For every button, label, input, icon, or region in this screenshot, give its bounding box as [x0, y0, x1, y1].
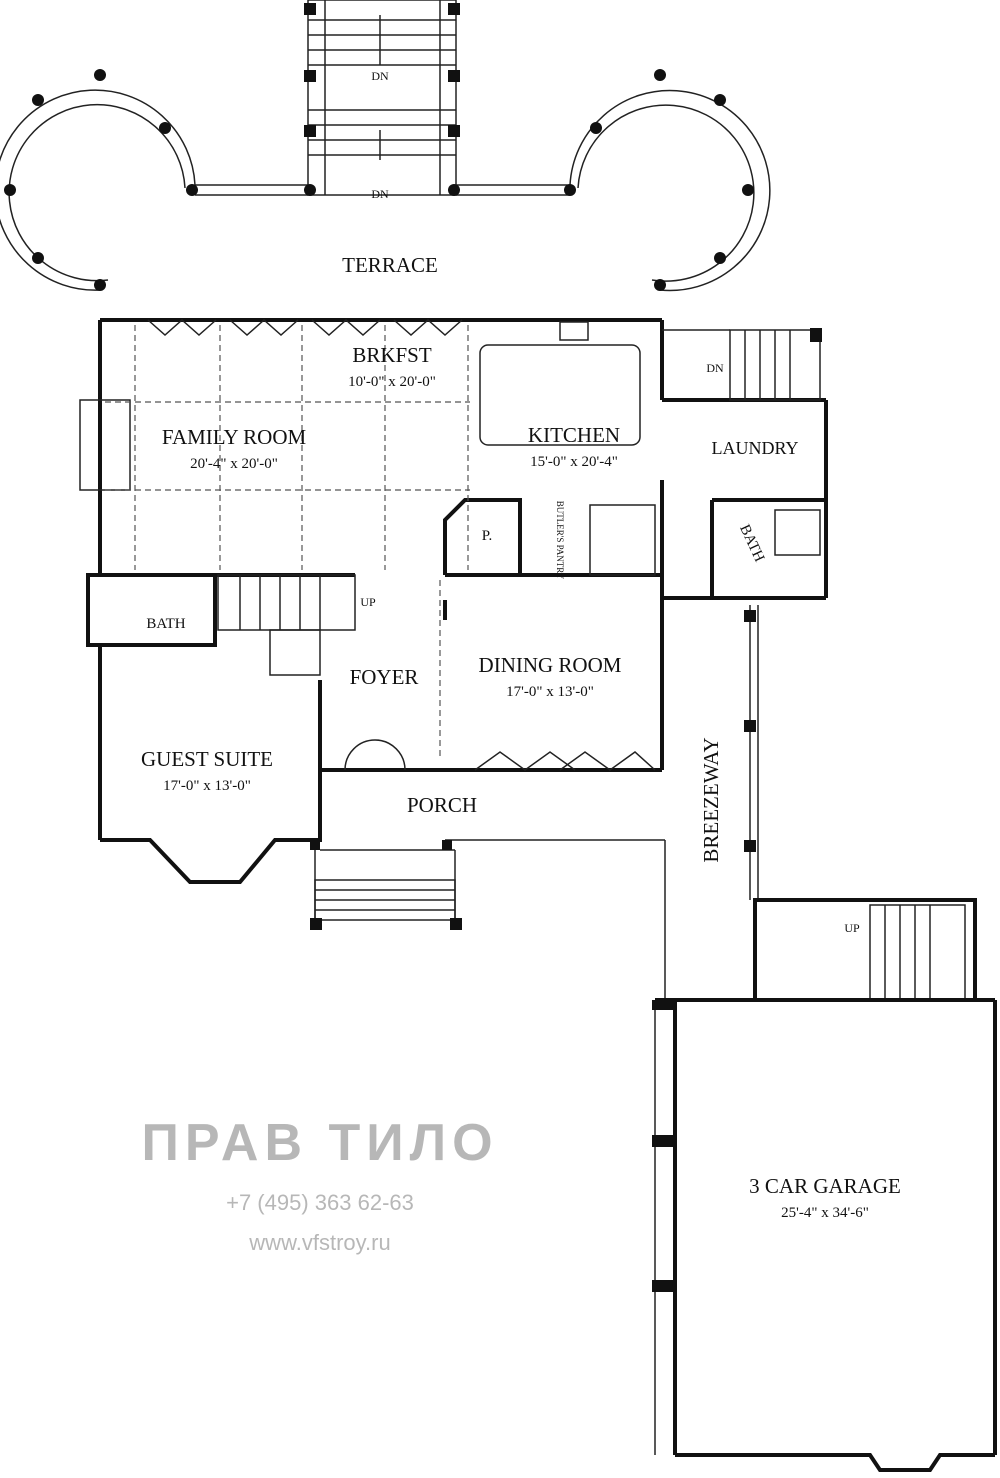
garage-stair-label: UP	[844, 921, 860, 935]
foyer-label: FOYER	[350, 665, 419, 689]
porch-label: PORCH	[407, 793, 477, 817]
brkfst-dims: 10'-0" x 20'-0"	[348, 374, 436, 390]
laundry-bath-label: BATH	[736, 522, 767, 564]
bath-label: BATH	[146, 616, 185, 632]
brkfst-label: BRKFST	[352, 343, 432, 367]
terrace-railing: TERRACE	[0, 69, 771, 292]
laundry-wing	[660, 328, 828, 600]
stair-down-label: DN	[371, 187, 389, 201]
watermark-url: www.vfstroy.ru	[248, 1230, 390, 1255]
family-room-dims: 20'-4" x 20'-0"	[190, 456, 278, 472]
laundry-label: LAUNDRY	[711, 438, 798, 458]
guest-suite-dims: 17'-0" x 13'-0"	[163, 778, 251, 794]
stair-down-label: DN	[371, 69, 389, 83]
garage	[652, 898, 997, 1472]
french-doors	[147, 318, 656, 771]
dining-room-label: DINING ROOM	[479, 653, 622, 677]
garage-dims: 25'-4" x 34'-6"	[781, 1205, 869, 1221]
garage-label: 3 CAR GARAGE	[749, 1174, 901, 1198]
laundry-stair-label: DN	[706, 361, 724, 375]
kitchen-dims: 15'-0" x 20'-4"	[530, 454, 618, 470]
stair-up-label: UP	[360, 595, 376, 609]
family-room-label: FAMILY ROOM	[162, 425, 307, 449]
terrace-label: TERRACE	[342, 253, 438, 277]
kitchen-island	[479, 321, 656, 576]
main-stair	[217, 574, 356, 676]
breezeway-label: BREEZEWAY	[699, 737, 723, 862]
butlers-pantry-label: BUTLER'S PANTRY	[555, 501, 565, 580]
pantry-label: P.	[482, 528, 492, 544]
dining-room-dims: 17'-0" x 13'-0"	[506, 684, 594, 700]
ceiling-beams	[105, 325, 470, 760]
breezeway: BREEZEWAY	[699, 605, 759, 900]
fireplace	[79, 399, 131, 491]
watermark-phone: +7 (495) 363 62-63	[226, 1190, 414, 1215]
kitchen-label: KITCHEN	[528, 423, 620, 447]
terrace-stairs: DN DN	[304, 0, 460, 201]
guest-suite-label: GUEST SUITE	[141, 747, 273, 771]
watermark-logo: ПРАВ ТИЛО	[141, 1114, 498, 1172]
porch	[310, 839, 666, 1000]
